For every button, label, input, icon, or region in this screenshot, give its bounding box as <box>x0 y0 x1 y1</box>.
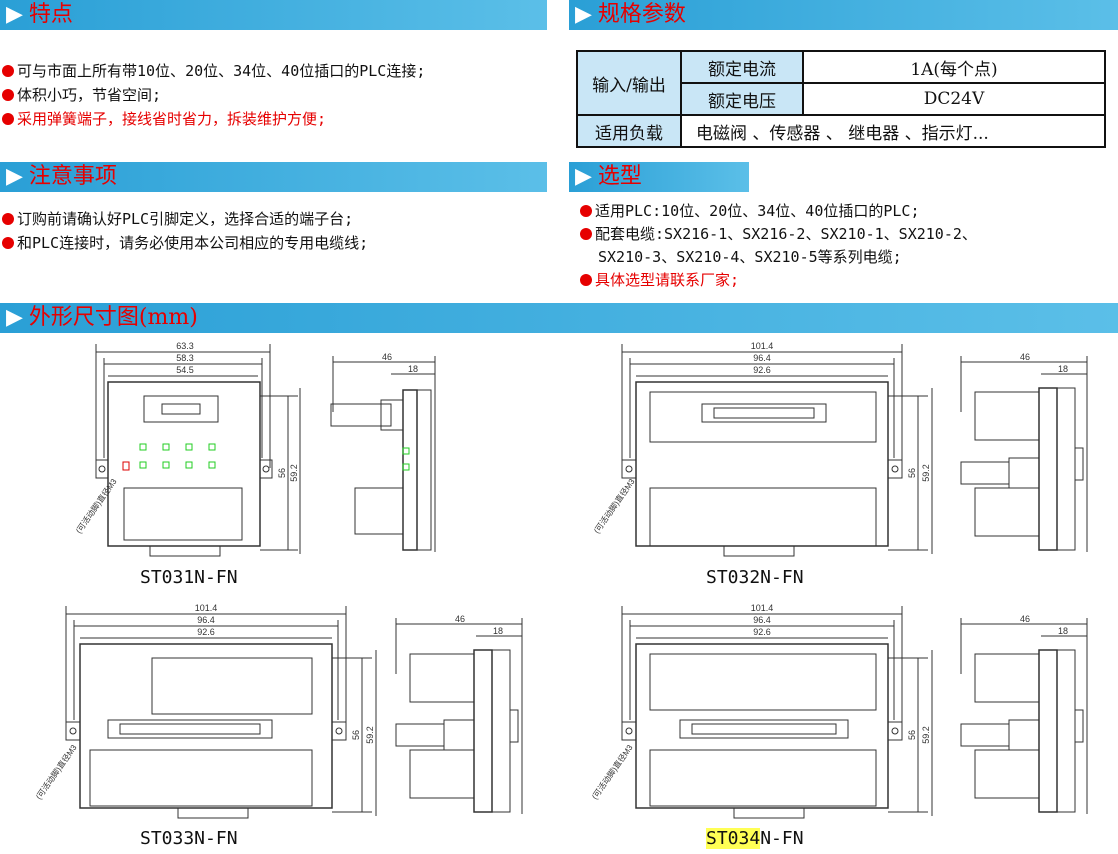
drawing-st033n-side: 46 18 <box>395 614 523 814</box>
dim-h1: 56 <box>907 730 917 740</box>
drawing-st031n-side: 46 18 <box>330 352 436 552</box>
dimensions-title: 外形尺寸图(mm) <box>28 305 198 330</box>
dim-d2: 18 <box>408 364 418 374</box>
bullet-icon <box>580 205 592 217</box>
rail-note: (可活动脚)直径M3 <box>33 742 78 801</box>
dim-h1: 56 <box>351 730 361 740</box>
dim-w3: 92.6 <box>197 627 215 637</box>
dim-w1: 101.4 <box>751 603 774 613</box>
dim-d1: 46 <box>1020 352 1030 362</box>
connector-slot <box>143 395 219 423</box>
terminal-block-body <box>635 643 889 809</box>
dim-d2: 18 <box>1058 626 1068 636</box>
selection-banner: ▶选型 <box>569 162 749 192</box>
dim-d1: 46 <box>382 352 392 362</box>
spec-table: 输入/输出 额定电流 1A(每个点) 额定电压 DC24V 适用负载 电磁阀 、… <box>576 50 1106 148</box>
model-label: ST032N-FN <box>706 567 804 588</box>
triangle-icon: ▶ <box>575 164 592 189</box>
drawing-st033n-front: 101.4 96.4 92.6 56 59.2 (可活动脚)直径M3 <box>33 603 377 819</box>
feature-item: 可与市面上所有带10位、20位、34位、40位插口的PLC连接; <box>2 60 425 81</box>
dim-w2: 58.3 <box>176 353 194 363</box>
spec-title: 规格参数 <box>597 2 686 27</box>
note-item: 订购前请确认好PLC引脚定义，选择合适的端子台; <box>2 208 353 229</box>
dim-d1: 46 <box>455 614 465 624</box>
feature-item: 体积小巧，节省空间; <box>2 84 161 105</box>
feature-item-highlight: 采用弹簧端子，接线省时省力，拆装维护方便; <box>2 108 326 129</box>
bullet-icon <box>2 89 14 101</box>
connector-slot <box>679 719 849 739</box>
rated-voltage-label: 额定电压 <box>680 82 804 116</box>
triangle-icon: ▶ <box>6 305 23 330</box>
rail-note: (可活动脚)直径M3 <box>591 476 636 535</box>
load-value: 电磁阀 、传感器 、 继电器 、指示灯... <box>680 114 1106 148</box>
dim-d2: 18 <box>1058 364 1068 374</box>
triangle-icon: ▶ <box>6 2 23 27</box>
model-label: ST034N-FN <box>706 828 804 849</box>
rated-current-label: 额定电流 <box>680 50 804 84</box>
bullet-icon <box>2 237 14 249</box>
dimensions-banner: ▶外形尺寸图(mm) <box>0 303 1118 333</box>
bullet-icon <box>580 228 592 240</box>
drawing-st032n-front: 101.4 96.4 92.6 56 59.2 (可活动脚)直径M3 <box>591 341 933 557</box>
rated-voltage-value: DC24V <box>802 82 1106 116</box>
dim-h2: 59.2 <box>921 464 931 482</box>
bullet-icon <box>2 113 14 125</box>
bullet-icon <box>2 213 14 225</box>
dim-h1: 56 <box>277 468 287 478</box>
drawing-st032n-side: 46 18 <box>960 352 1088 552</box>
dim-h1: 56 <box>907 468 917 478</box>
dim-w3: 92.6 <box>753 365 771 375</box>
dim-w1: 101.4 <box>195 603 218 613</box>
dim-w3: 92.6 <box>753 627 771 637</box>
bullet-icon <box>580 274 592 286</box>
selection-item-highlight: 具体选型请联系厂家; <box>580 269 739 290</box>
dim-h2: 59.2 <box>289 464 299 482</box>
selection-title: 选型 <box>597 164 642 189</box>
dim-w2: 96.4 <box>753 353 771 363</box>
triangle-icon: ▶ <box>575 2 592 27</box>
dim-w3: 54.5 <box>176 365 194 375</box>
notes-title: 注意事项 <box>28 164 117 189</box>
selection-item: 配套电缆:SX216-1、SX216-2、SX210-1、SX210-2、 <box>580 223 977 244</box>
rated-current-value: 1A(每个点) <box>802 50 1106 84</box>
selection-item-cont: SX210-3、SX210-4、SX210-5等系列电缆; <box>598 248 902 266</box>
bullet-icon <box>2 65 14 77</box>
note-item: 和PLC连接时，请务必使用本公司相应的专用电缆线; <box>2 232 368 253</box>
dim-w1: 63.3 <box>176 341 194 351</box>
dim-w2: 96.4 <box>197 615 215 625</box>
model-label: ST031N-FN <box>140 567 238 588</box>
features-banner: ▶特点 <box>0 0 547 30</box>
terminal-block-body <box>107 381 261 547</box>
features-title: 特点 <box>28 2 73 27</box>
selection-item: 适用PLC:10位、20位、34位、40位插口的PLC; <box>580 200 920 221</box>
dim-h2: 59.2 <box>365 726 375 744</box>
terminal-block-body <box>79 643 333 809</box>
dim-d1: 46 <box>1020 614 1030 624</box>
io-label: 输入/输出 <box>576 50 682 116</box>
rail-note: (可活动脚)直径M3 <box>73 476 118 535</box>
dim-w1: 101.4 <box>751 341 774 351</box>
load-label: 适用负载 <box>576 114 682 148</box>
rail-note: (可活动脚)直径M3 <box>589 742 634 801</box>
dim-d2: 18 <box>493 626 503 636</box>
drawing-st034n-front: 101.4 96.4 92.6 56 59.2 (可活动脚)直径M3 <box>589 603 933 819</box>
notes-banner: ▶注意事项 <box>0 162 547 192</box>
dim-w2: 96.4 <box>753 615 771 625</box>
terminal-block-body <box>635 381 889 547</box>
connector-slot <box>107 719 273 739</box>
spec-banner: ▶规格参数 <box>569 0 1118 30</box>
drawing-st031n-front: 63.3 58.3 54.5 56 59.2 (可活动脚)直径M3 <box>73 341 301 557</box>
connector-slot <box>701 403 827 423</box>
model-highlight: ST034 <box>706 828 761 849</box>
dim-h2: 59.2 <box>921 726 931 744</box>
drawing-st034n-side: 46 18 <box>960 614 1088 814</box>
model-label: ST033N-FN <box>140 828 238 849</box>
triangle-icon: ▶ <box>6 164 23 189</box>
